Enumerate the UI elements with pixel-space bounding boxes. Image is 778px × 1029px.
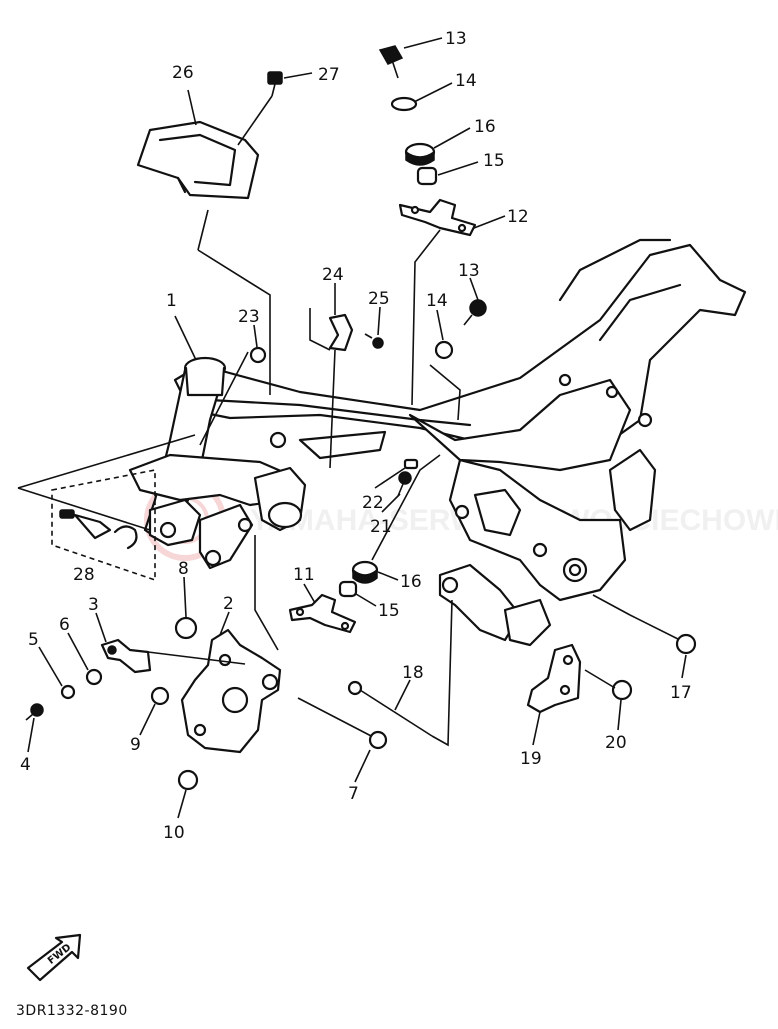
part-21-bolt [397, 471, 412, 497]
part-28-sensor [59, 509, 138, 550]
part-4-bolt [25, 703, 44, 721]
part-19-bracket [526, 643, 582, 714]
part-7-long-bolt [297, 697, 388, 750]
part-13-bolt [378, 45, 404, 79]
part-8-nut [174, 616, 198, 640]
callout-22: 22 [362, 493, 384, 513]
callout-6: 6 [59, 615, 70, 635]
part-17-bolt [629, 614, 697, 655]
callout-19: 19 [520, 749, 542, 769]
part-10-nut [177, 769, 199, 791]
callout-8: 8 [178, 559, 189, 579]
callout-27: 27 [318, 65, 340, 85]
callout-26: 26 [172, 63, 194, 83]
part-27-bolt [267, 71, 283, 97]
part-6-nut [85, 668, 103, 686]
callout-16-lower: 16 [400, 572, 422, 592]
part-12-bracket [398, 198, 477, 237]
callout-15: 15 [483, 151, 505, 171]
part-16-collar-lower [351, 560, 379, 584]
part-9-nut [150, 686, 170, 706]
callout-7: 7 [348, 784, 359, 804]
part-15-damper-lower [338, 580, 358, 598]
callout-24: 24 [322, 265, 344, 285]
callout-1: 1 [166, 291, 177, 311]
leader-lines [17, 37, 687, 819]
part-15-damper [416, 166, 438, 186]
main-frame [128, 238, 747, 647]
part-20-nut [611, 679, 633, 701]
callout-12: 12 [507, 207, 529, 227]
part-18-long-bolt [347, 680, 433, 737]
callout-13-right: 13 [458, 261, 480, 281]
callout-28: 28 [73, 565, 95, 585]
part-14-washer-right [434, 340, 454, 360]
callout-2: 2 [223, 594, 234, 614]
part-11-bracket [288, 593, 357, 634]
callout-15-lower: 15 [378, 601, 400, 621]
callout-23: 23 [238, 307, 260, 327]
part-14-washer [390, 96, 418, 112]
callout-14-right: 14 [426, 291, 448, 311]
callout-labels: 1 2 3 4 5 6 7 8 9 10 11 12 13 13 14 14 1… [20, 29, 692, 843]
callout-5: 5 [28, 630, 39, 650]
callout-10: 10 [163, 823, 185, 843]
part-2-engine-bracket [180, 628, 282, 754]
callout-3: 3 [88, 595, 99, 615]
callout-4: 4 [20, 755, 31, 775]
callout-16: 16 [474, 117, 496, 137]
callout-18: 18 [402, 663, 424, 683]
part-13-bolt-right [463, 299, 487, 326]
callout-20: 20 [605, 733, 627, 753]
callout-21: 21 [370, 517, 392, 537]
callout-14: 14 [455, 71, 477, 91]
part-5-nut [60, 684, 76, 700]
callout-9: 9 [130, 735, 141, 755]
part-26-cover [136, 120, 260, 200]
part-16-collar [404, 142, 436, 166]
part-25-bolt [364, 333, 384, 349]
callout-11: 11 [293, 565, 315, 585]
part-22-bolt [403, 458, 419, 470]
callout-25: 25 [368, 289, 390, 309]
diagram-code: 3DR1332-8190 [16, 1003, 128, 1019]
callout-17: 17 [670, 683, 692, 703]
fwd-arrow: FWD [26, 933, 82, 982]
part-3-bracket [100, 638, 152, 674]
callout-13: 13 [445, 29, 467, 49]
part-24-clamp [328, 313, 354, 352]
part-23-nut [249, 346, 267, 364]
part-28-outline [51, 469, 156, 582]
